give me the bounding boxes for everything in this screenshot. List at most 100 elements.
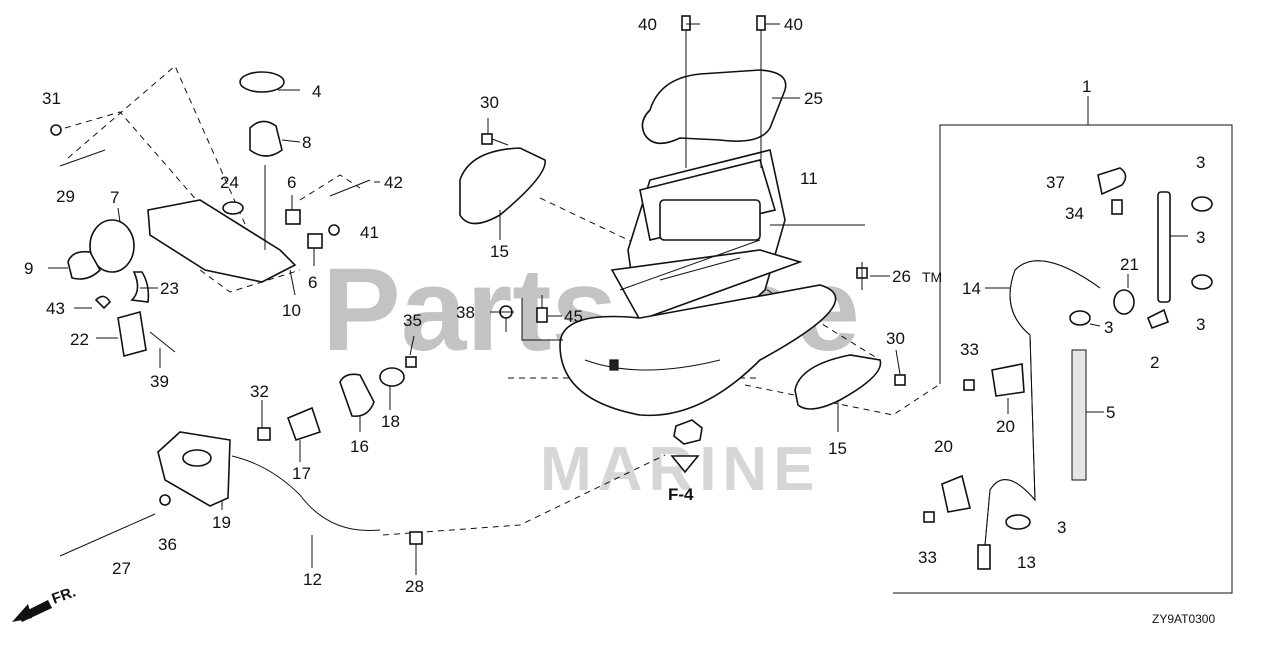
- lever-bore-icon: [182, 449, 212, 467]
- bolt-icon: [856, 262, 868, 290]
- clamp-icon: [1005, 514, 1031, 530]
- callout: 26: [892, 267, 911, 286]
- callout: 41: [360, 223, 379, 242]
- figure-code: ZY9AT0300: [1152, 612, 1215, 626]
- screw-icon: [536, 295, 548, 323]
- dowel-pin-icon: [681, 15, 691, 31]
- nut-icon: [307, 233, 323, 249]
- callout: 19: [212, 513, 231, 532]
- callout: 1: [1082, 77, 1091, 96]
- callout: 33: [918, 548, 937, 567]
- plate-icon: [117, 310, 147, 358]
- callout: 9: [24, 259, 33, 278]
- callout: 3: [1196, 315, 1205, 334]
- callout: 7: [110, 188, 119, 207]
- callout: 6: [308, 273, 317, 292]
- clamp-icon: [1069, 310, 1091, 326]
- clip-37-icon: [1097, 167, 1127, 196]
- collar-icon: [286, 406, 322, 442]
- front-direction-icon: [12, 600, 52, 622]
- callout: 15: [490, 242, 509, 261]
- callout: 34: [1065, 204, 1084, 223]
- callout: 3: [1196, 228, 1205, 247]
- gasket: [641, 69, 787, 145]
- cap-icon: [249, 120, 283, 157]
- callout: 5: [1106, 403, 1115, 422]
- hose-14-inner: [984, 260, 1101, 546]
- long-bolt-icon: [329, 179, 371, 197]
- callout: 30: [886, 329, 905, 348]
- hose-clamp-icon: [67, 250, 101, 280]
- callout: 43: [46, 299, 65, 318]
- callout: 40: [638, 15, 657, 34]
- bolt-head-icon: [50, 124, 62, 136]
- lever-body: [157, 431, 231, 507]
- gear-case-housing: [559, 149, 865, 417]
- callout: 8: [302, 133, 311, 152]
- ref-arrow-icon: [670, 455, 700, 474]
- long-bolt-icon: [59, 149, 106, 167]
- callout: 12: [303, 570, 322, 589]
- callout: 33: [960, 340, 979, 359]
- screw-icon: [963, 379, 975, 391]
- callout: 28: [405, 577, 424, 596]
- bracket-assembly: [147, 199, 297, 283]
- callout: 42: [384, 173, 403, 192]
- bolt-icon: [481, 133, 509, 146]
- watermark-subtext: MARINE: [540, 435, 821, 504]
- callout: 3: [1104, 318, 1113, 337]
- clamp-ring-icon: [239, 71, 285, 93]
- bolt-icon: [409, 531, 423, 545]
- callout: 3: [1196, 153, 1205, 172]
- callout: 32: [250, 382, 269, 401]
- callout: 30: [480, 93, 499, 112]
- callout: 6: [287, 173, 296, 192]
- callout: 14: [962, 279, 981, 298]
- clamp-icon: [1191, 196, 1213, 212]
- bolt-icon: [894, 374, 906, 386]
- washer-icon: [159, 494, 171, 506]
- clip-icon: [94, 295, 112, 310]
- nut-icon: [673, 419, 703, 445]
- callout: 11: [800, 169, 818, 188]
- callout: 40: [784, 15, 803, 34]
- callout: 23: [160, 279, 179, 298]
- side-plate-lower: [794, 354, 882, 410]
- callout: 22: [70, 330, 89, 349]
- side-plate-upper: [459, 147, 546, 225]
- nut-icon: [405, 356, 417, 368]
- callout: 45: [564, 307, 583, 326]
- callout: 20: [996, 417, 1015, 436]
- callout: 31: [42, 89, 61, 108]
- kit-frame-right: [893, 124, 1233, 594]
- callout: 4: [312, 82, 321, 101]
- clip-20-icon: [941, 474, 971, 513]
- callout: 39: [150, 372, 169, 391]
- washer-icon: [328, 224, 340, 236]
- callouts: 1 2 3 3 3 3 3 4 5 6 6 7 8 9 10 11 12 13 …: [24, 15, 1205, 596]
- callout: 24: [220, 173, 239, 192]
- callout: 27: [112, 559, 131, 578]
- fitting-icon: [257, 427, 271, 441]
- pin-icon: [149, 331, 176, 353]
- screw-icon: [923, 511, 935, 523]
- long-bolt-icon: [59, 513, 156, 557]
- joint-21-icon: [1113, 289, 1135, 315]
- callout: 16: [350, 437, 369, 456]
- callout: 2: [1150, 353, 1159, 372]
- callout: 36: [158, 535, 177, 554]
- bushing-icon: [89, 219, 135, 273]
- callout: 15: [828, 439, 847, 458]
- hose-icon: [130, 271, 150, 303]
- leader-lines: [48, 23, 1188, 575]
- grommet-icon: [379, 367, 405, 387]
- callout: 10: [282, 301, 301, 320]
- hose-44-icon: [1157, 191, 1171, 303]
- callout: 37: [1046, 173, 1065, 192]
- clamp-icon: [1191, 274, 1213, 290]
- clip-20-icon: [991, 363, 1025, 397]
- bushing-large-icon: [339, 373, 375, 418]
- callout: 18: [381, 412, 400, 431]
- bracket-45: [521, 298, 563, 341]
